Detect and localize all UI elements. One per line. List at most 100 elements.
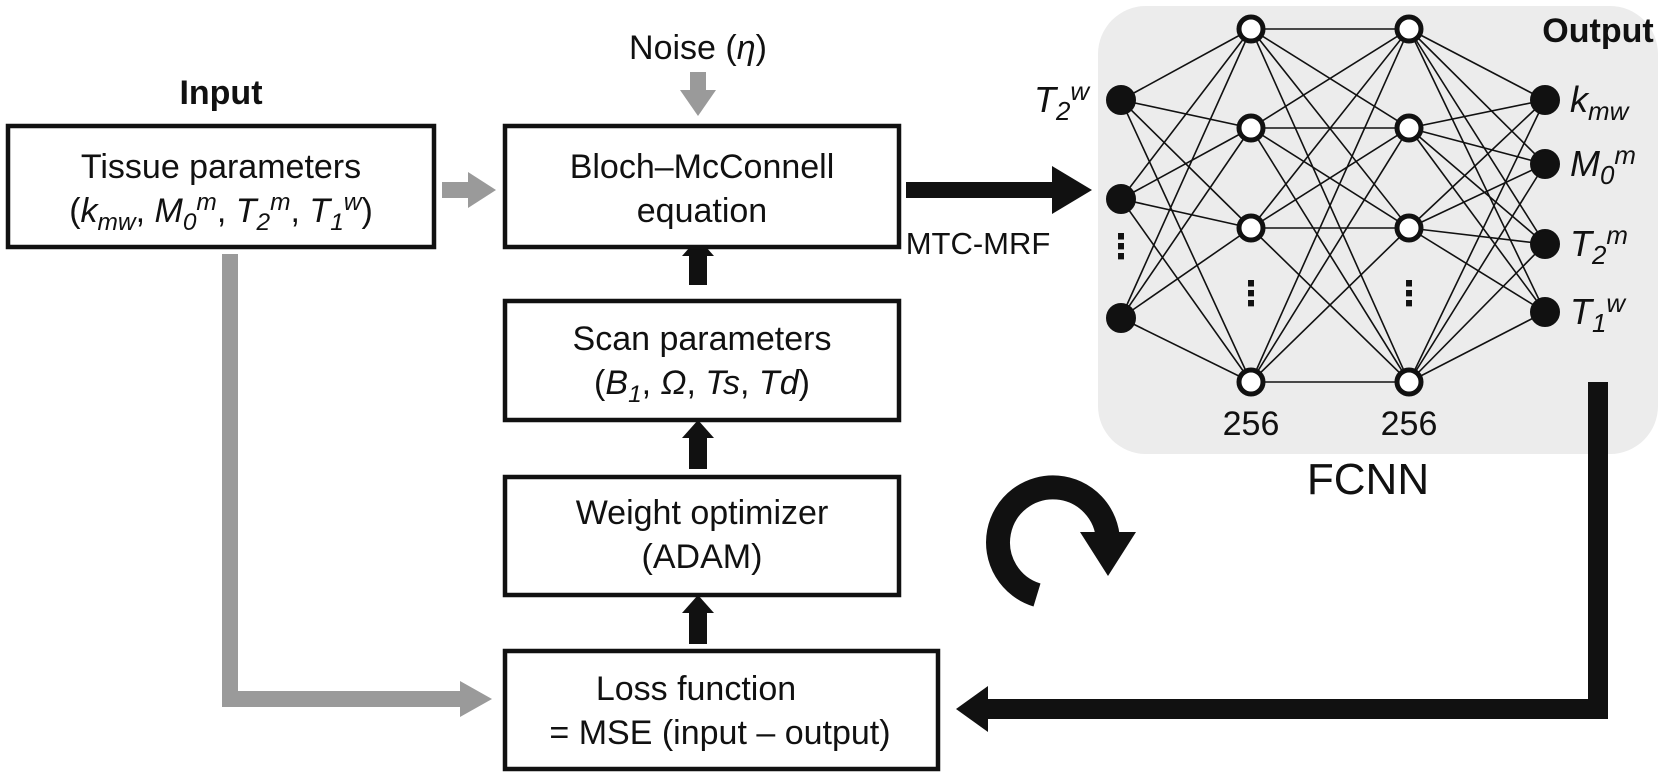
output-node-label-2-seg-1: 2 [1591,242,1607,270]
connection-0-0-3 [1120,99,1252,383]
node-1-1 [1236,113,1266,143]
tissue-box-params-seg-5: 0 [183,209,197,236]
node-3-1 [1530,149,1560,179]
connection-2-1-3 [1408,127,1546,313]
connection-2-0-0 [1408,28,1546,101]
optimizer-box-subtitle: (ADAM) [642,538,763,576]
tissue-to-loss-arrow-head [460,681,492,717]
connection-0-2-2 [1120,227,1252,319]
tissue-box-params: (kmw, M0m, T2m, T1w) [69,189,373,236]
tissue-box-params-seg-11: , [291,192,310,230]
noise-arrow-shaft [690,72,706,94]
node-1-3 [1236,367,1266,397]
input-node-label-0-seg-0: T [1034,79,1059,120]
network-connections [1120,28,1546,383]
refresh-icon [986,475,1136,607]
loss-to-optimizer-arrow [682,595,714,613]
connection-0-1-2 [1120,198,1252,229]
output-node-label-0-seg-0: k [1570,79,1590,120]
scan-box-params-seg-7: , [740,364,759,402]
node-3-2 [1530,229,1560,259]
output-node-label-1-seg-0: M [1570,143,1600,184]
connection-2-3-0 [1408,99,1546,383]
optimizer-to-scan-arrow-shaft [689,437,707,469]
noise-arrow-head [680,90,716,116]
layer-2-ellipsis: ⋮ [1392,275,1426,313]
node-0-2 [1106,303,1136,333]
optimizer-box-title: Weight optimizer [576,494,829,532]
connection-2-1-2 [1408,127,1546,245]
node-2-1 [1394,113,1424,143]
connection-0-2-1 [1120,127,1252,319]
scan-box-params-seg-9: ) [799,364,810,402]
scan-to-bloch-arrow-shaft [689,255,707,285]
connection-2-1-0 [1408,99,1546,129]
noise-label-prefix: Noise ( [629,29,737,67]
fcnn-label: FCNN [1307,455,1429,504]
connection-2-2-1 [1408,163,1546,229]
tissue-box-params-seg-8: T [236,192,259,230]
noise-label-symbol: η [737,29,756,67]
output-node-label-2-seg-2: m [1606,222,1628,250]
bloch-box-subtitle: equation [637,192,767,230]
bloch-to-fcnn-arrow-head [1052,166,1092,214]
connection-1-2-1 [1250,127,1410,229]
scan-box-params-seg-2: 1 [628,381,642,408]
gray-arrows [222,72,716,717]
bloch-equation-box [502,123,902,250]
network-nodes: ⋮ ⋮ ⋮ [1104,14,1560,397]
tissue-box-params-seg-7: , [217,192,236,230]
connection-0-1-3 [1120,198,1252,383]
optimizer-to-scan-arrow [682,420,714,438]
output-to-loss-arrow-head [956,686,988,732]
scan-box-params-seg-8: Td [759,364,800,402]
loss-box-title: Loss function [596,670,796,708]
scan-box-params-seg-3: , [642,364,661,402]
connection-2-0-3 [1408,28,1546,313]
node-0-1 [1106,184,1136,214]
tissue-to-bloch-arrow-shaft [442,182,472,198]
output-node-label-1: M0m [1570,142,1636,190]
loss-box-formula: = MSE (input – output) [549,714,890,752]
connection-2-2-2 [1408,227,1546,245]
connection-0-0-0 [1120,28,1252,101]
black-arrows [682,166,1608,732]
tissue-box-params-seg-6: m [196,189,216,216]
tissue-box-params-seg-9: 2 [256,209,271,236]
tissue-box-title: Tissue parameters [81,148,361,186]
output-node-label-3-seg-2: w [1606,290,1627,318]
connection-2-3-1 [1408,163,1546,383]
tissue-box-params-seg-12: T [309,192,332,230]
connection-2-3-3 [1408,311,1546,383]
output-node-label-3: T1w [1570,290,1627,338]
layer-0-ellipsis: ⋮ [1104,228,1138,266]
fcnn-panel [1098,6,1658,454]
connection-1-3-2 [1250,227,1410,383]
input-node-label-0-seg-2: w [1070,78,1091,106]
connection-1-2-0 [1250,28,1410,229]
tissue-box-params-seg-0: ( [69,192,81,230]
node-1-0 [1236,14,1266,44]
connection-1-3-0 [1250,28,1410,383]
tissue-to-bloch-arrow-head [468,172,496,208]
node-3-0 [1530,85,1560,115]
connection-0-2-0 [1120,28,1252,319]
connection-2-3-2 [1408,243,1546,383]
input-node-label-0: T2w [1034,78,1091,126]
loss-to-optimizer-arrow-shaft [689,612,707,644]
tissue-box-params-seg-15: ) [361,192,372,230]
output-node-label-1-seg-2: m [1614,142,1636,170]
node-2-2 [1394,213,1424,243]
noise-label-suffix: ) [756,29,767,67]
scan-box-params-seg-5: , [686,364,705,402]
tissue-box-params-seg-14: w [344,189,363,216]
output-node-label-0-seg-1: mw [1588,98,1631,126]
hidden-layer-2-size: 256 [1381,405,1438,443]
layer-1-ellipsis: ⋮ [1234,275,1268,313]
connection-0-1-1 [1120,127,1252,200]
scan-box-params-seg-0: ( [594,364,606,402]
output-node-label-2-seg-0: T [1570,223,1595,264]
connection-2-1-1 [1408,127,1546,165]
input-heading: Input [179,74,262,112]
